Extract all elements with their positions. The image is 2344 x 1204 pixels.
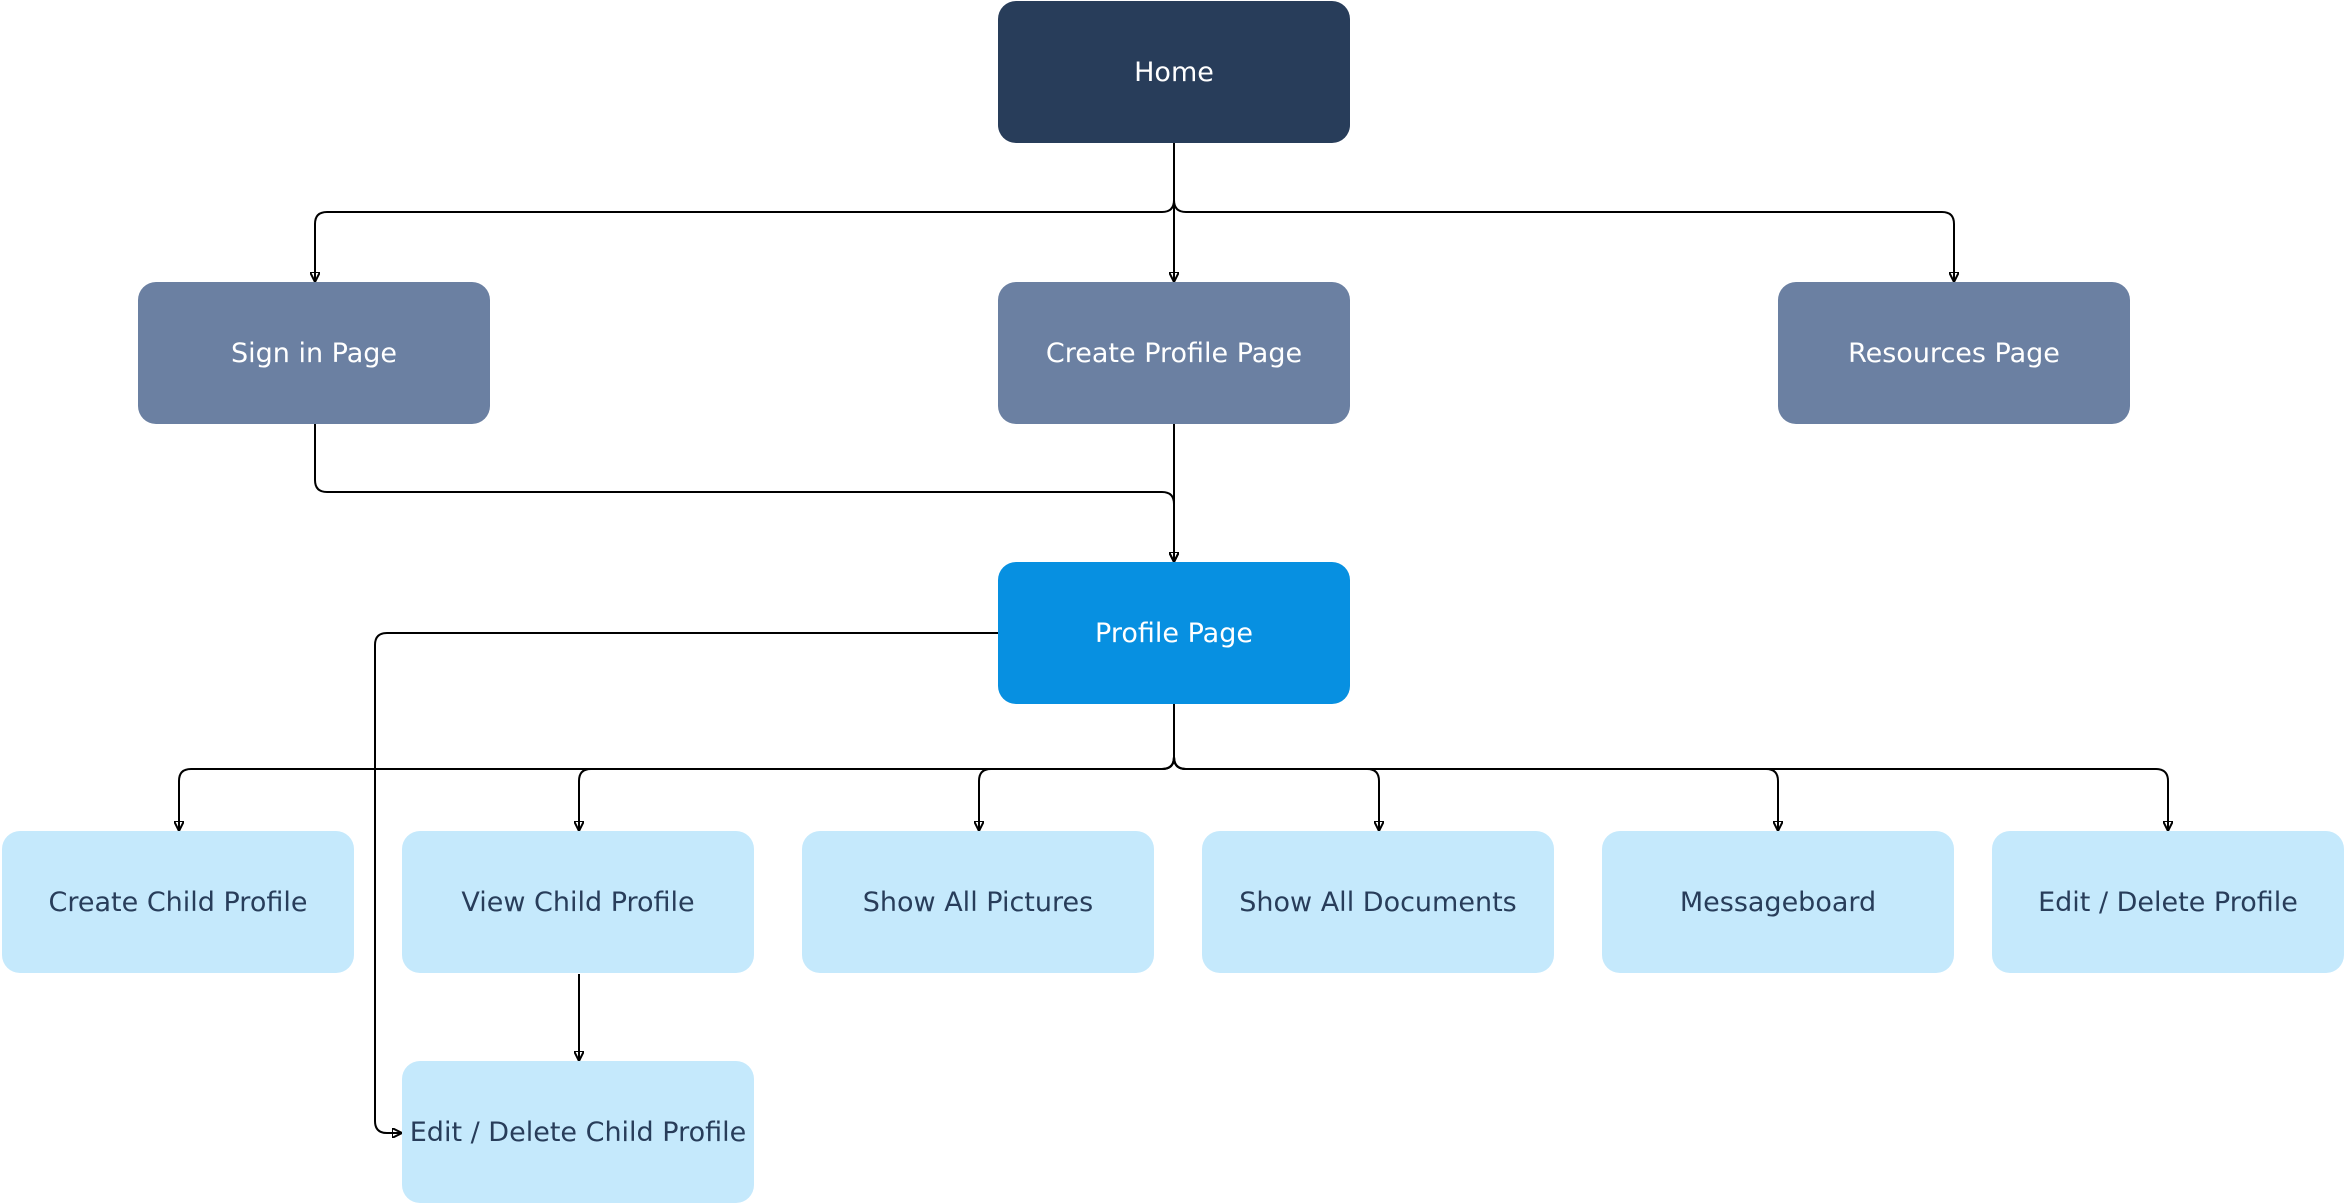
edge-profile-to-create-child: [179, 704, 1175, 830]
node-label: Resources Page: [1848, 337, 2060, 369]
node-label: Sign in Page: [230, 337, 398, 369]
node-sign-in-page: Sign in Page: [138, 282, 490, 424]
node-view-child-profile: View Child Profile: [402, 831, 754, 973]
node-edit-delete-child-profile: Edit / Delete Child Profile: [402, 1061, 754, 1203]
node-label: Home: [1134, 56, 1214, 88]
node-label: Edit / Delete Child Profile: [409, 1116, 747, 1148]
edge-home-to-sign-in: [315, 143, 1175, 281]
node-label: Create Child Profile: [48, 886, 308, 918]
edge-profile-to-edit-delete-child: [374, 632, 998, 1133]
node-messageboard: Messageboard: [1602, 831, 1954, 973]
node-label: Show All Documents: [1239, 886, 1517, 918]
node-create-profile-page: Create Profile Page: [998, 282, 1350, 424]
edge-sign-in-to-profile: [314, 424, 1174, 561]
edge-profile-to-show-pictures: [979, 704, 1175, 830]
edge-profile-to-edit-delete-profile: [1173, 704, 2168, 830]
node-label: Edit / Delete Profile: [2038, 886, 2298, 918]
node-home: Home: [998, 1, 1350, 143]
node-edit-delete-profile: Edit / Delete Profile: [1992, 831, 2344, 973]
node-label: Show All Pictures: [862, 886, 1094, 918]
node-resources-page: Resources Page: [1778, 282, 2130, 424]
edge-profile-to-messageboard: [1173, 704, 1778, 830]
node-label: Create Profile Page: [1045, 337, 1303, 369]
node-show-all-pictures: Show All Pictures: [802, 831, 1154, 973]
node-label: Messageboard: [1679, 886, 1877, 918]
node-profile-page: Profile Page: [998, 562, 1350, 704]
edge-home-to-resources: [1173, 143, 1954, 281]
node-create-child-profile: Create Child Profile: [2, 831, 354, 973]
edge-profile-to-view-child: [579, 704, 1175, 830]
edge-profile-to-show-documents: [1173, 704, 1379, 830]
node-show-all-documents: Show All Documents: [1202, 831, 1554, 973]
node-label: Profile Page: [1095, 617, 1253, 649]
node-label: View Child Profile: [461, 886, 695, 918]
